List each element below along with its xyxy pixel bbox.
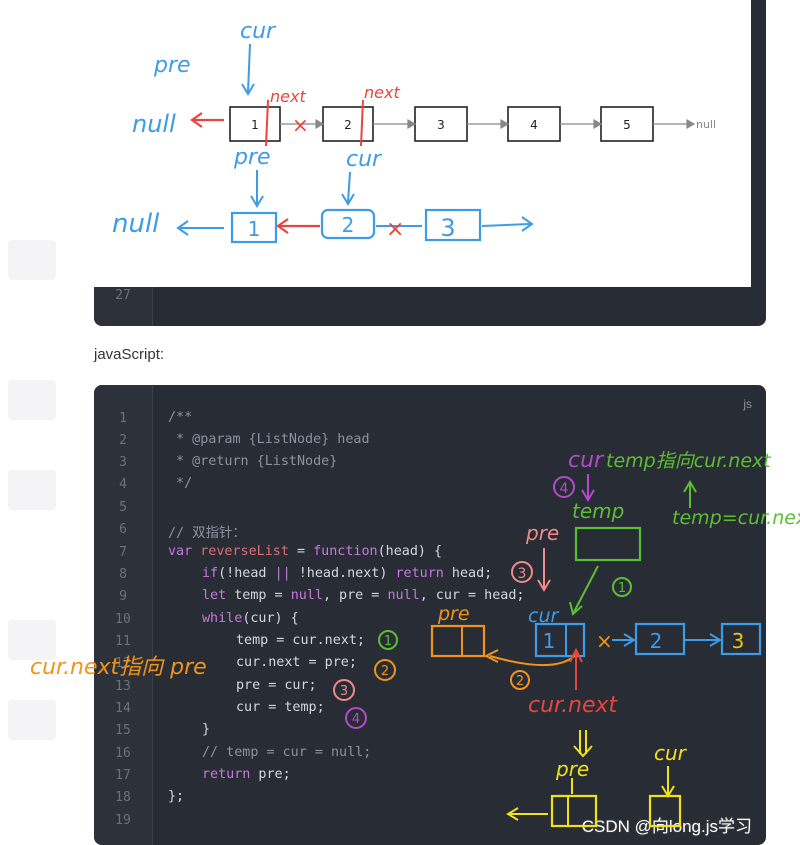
code-line-15: } [202,722,211,737]
line-number: 6 [119,522,127,537]
code-line-17: return pre; [202,767,291,782]
node-b2: 2 [342,213,355,237]
line-number: 10 [115,612,131,627]
linked-list-diagram: 1 2 3 4 5 null cur [94,0,751,287]
code-line-8: if(!head || !head.next) return head; [202,566,493,581]
line-number: 15 [115,723,131,738]
line-number: 14 [115,701,131,716]
code-line-9: let temp = null, pre = null, cur = head; [202,588,525,603]
pre-label: pre [153,53,191,78]
code-line-4: */ [168,476,193,491]
code-block-javascript: js 1 2 3 4 5 6 7 8 9 10 11 12 13 14 15 1… [94,385,766,845]
cross-mark-1: × [292,113,309,137]
line-number: 8 [119,567,127,582]
line-number: 7 [119,545,127,560]
code-line-13: pre = cur; [236,678,317,693]
left-margin-ghost-content [0,0,90,835]
svg-text:2: 2 [344,118,352,132]
code-line-12: cur.next = pre; [236,655,357,670]
next-label-1: next [270,87,306,106]
code-line-10: while(cur) { [202,611,299,626]
line-number: 17 [115,768,131,783]
code-line-16: // temp = cur = null; [202,745,372,760]
null-bottom-label: null [112,209,160,239]
printed-node-3: 3 [414,106,468,142]
cur-mid-label: cur [346,147,383,172]
line-number: 11 [115,634,131,649]
cur-label: cur [240,19,277,44]
line-number: 18 [115,790,131,805]
hand-annotations-top: cur pre null next × next pre cur null 1 [112,19,534,244]
line-number: 9 [119,589,127,604]
svg-text:5: 5 [623,118,631,132]
line-number: 27 [115,288,131,303]
csdn-watermark: CSDN @向long.js学习 [581,817,752,836]
printed-null: null [696,118,716,131]
svg-text:1: 1 [251,118,259,132]
line-number: 2 [119,433,127,448]
node-b1: 1 [248,217,261,241]
code-line-1: /** [168,410,193,425]
pre-mid-label: pre [233,145,271,170]
code-line-3: * @return {ListNode} [168,454,338,469]
line-number: 19 [115,813,131,828]
line-number: 3 [119,455,127,470]
language-label: js [743,397,752,411]
cross-mark-2: × [386,217,404,242]
code-line-14: cur = temp; [236,700,325,715]
section-label-javascript: javaScript: [94,346,165,363]
diagram-svg: 1 2 3 4 5 null cur [112,19,716,244]
svg-text:3: 3 [437,118,445,132]
line-number: 1 [119,411,127,426]
code-line-11: temp = cur.next; [236,633,365,648]
null-left-label: null [132,110,176,138]
line-number: 4 [119,477,127,492]
printed-node-1: 1 [229,106,281,142]
line-number: 16 [115,746,131,761]
code-line-7: var reverseList = function(head) { [168,544,443,559]
code-line-2: * @param {ListNode} head [168,432,370,447]
node-b3: 3 [440,214,455,242]
code-line-18: }; [168,789,185,804]
printed-arrows [280,118,696,130]
line-number: 13 [115,679,131,694]
line-number: 5 [119,500,127,515]
svg-text:4: 4 [530,118,538,132]
code-line-6: // 双指针： [168,526,246,541]
printed-node-4: 4 [507,106,561,142]
printed-node-5: 5 [600,106,654,142]
printed-node-2: 2 [322,106,374,142]
line-number: 12 [115,656,131,671]
line-number-gutter [94,385,153,845]
next-label-2: next [364,83,400,102]
